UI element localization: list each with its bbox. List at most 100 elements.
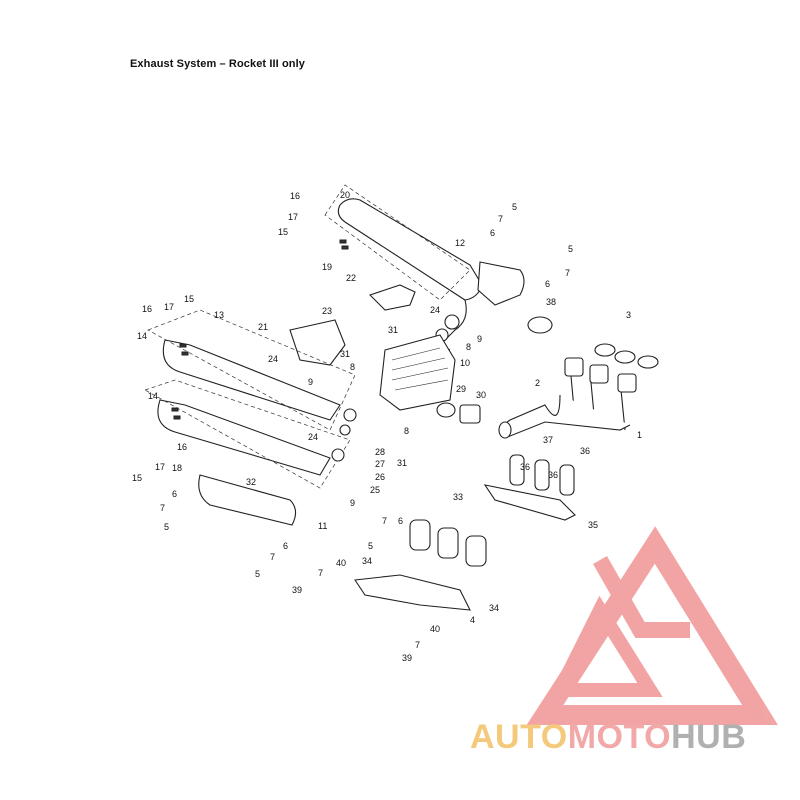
callout-label: 7 [270,552,275,562]
callout-label: 7 [415,640,420,650]
callout-label: 30 [476,390,486,400]
callout-label: 21 [258,322,268,332]
grommet-38 [527,316,553,334]
callout-label: 18 [172,463,182,473]
callout-label: 6 [545,279,550,289]
catalyst-35 [483,454,576,521]
brand-auto: AUTO [470,718,568,756]
callout-label: 23 [322,306,332,316]
callout-label: 31 [397,458,407,468]
callout-label: 32 [246,477,256,487]
callout-label: 6 [490,228,495,238]
watermark-brand: AUTOMOTOHUB [470,718,746,757]
callout-labels: 20 16 17 15 19 5 7 6 12 5 7 6 22 23 24 3… [132,190,642,663]
callout-label: 8 [404,426,409,436]
page-title: Exhaust System – Rocket III only [130,58,305,70]
callout-label: 13 [214,310,224,320]
callout-label: 20 [340,190,350,200]
callout-label: 3 [626,310,631,320]
heat-shield-lower [198,474,297,526]
callout-label: 8 [466,342,471,352]
callout-label: 39 [292,585,302,595]
callout-label: 15 [132,473,142,483]
callout-label: 29 [456,384,466,394]
bracket-4 [354,574,471,611]
heat-shield-upper [477,261,525,306]
left-silencer-lower [144,379,351,489]
callout-label: 5 [512,202,517,212]
callout-label: 38 [546,297,556,307]
collector-box [379,334,456,411]
callout-label: 9 [477,334,482,344]
callout-label: 24 [430,305,440,315]
callout-label: 14 [148,391,158,401]
callout-label: 8 [350,362,355,372]
callout-label: 27 [375,459,385,469]
callout-label: 28 [375,447,385,457]
callout-label: 7 [160,503,165,513]
header-pipe-1 [498,357,637,439]
callout-label: 7 [318,568,323,578]
callout-label: 16 [177,442,187,452]
callout-label: 7 [498,214,503,224]
callout-label: 25 [370,485,380,495]
left-silencer-upper [147,309,356,431]
callout-label: 19 [322,262,332,272]
callout-label: 36 [548,470,558,480]
callout-label: 14 [137,331,147,341]
callout-label: 17 [288,212,298,222]
callout-label: 16 [142,304,152,314]
callout-label: 15 [184,294,194,304]
callout-label: 40 [336,558,346,568]
bracket-22 [368,284,416,311]
shield-33 [409,519,431,551]
watermark-logo-icon [526,526,778,725]
clamp-9 [444,314,460,330]
callout-label: 2 [535,378,540,388]
callout-label: 36 [580,446,590,456]
callout-label: 24 [268,354,278,364]
callout-label: 15 [278,227,288,237]
callout-label: 36 [520,462,530,472]
callout-label: 12 [455,238,465,248]
callout-label: 17 [155,462,165,472]
callout-label: 5 [255,569,260,579]
callout-label: 4 [470,615,475,625]
callout-label: 31 [388,325,398,335]
upper-silencer [324,184,483,301]
callout-label: 1 [637,430,642,440]
callout-label: 24 [308,432,318,442]
callout-label: 37 [543,435,553,445]
callout-label: 33 [453,492,463,502]
callout-label: 9 [308,377,313,387]
seal-ring [594,343,616,357]
callout-label: 6 [172,489,177,499]
callout-label: 16 [290,191,300,201]
brand-hub: HUB [671,718,747,756]
callout-label: 39 [402,653,412,663]
callout-label: 22 [346,273,356,283]
callout-label: 5 [368,541,373,551]
callout-label: 17 [164,302,174,312]
callout-label: 34 [489,603,499,613]
brand-moto: MOTO [567,718,672,756]
bracket-21 [289,319,346,366]
callout-label: 5 [568,244,573,254]
callout-label: 34 [362,556,372,566]
callout-label: 11 [318,521,327,531]
sleeve-30 [459,404,481,424]
callout-label: 7 [382,516,387,526]
callout-label: 10 [460,358,470,368]
callout-label: 9 [350,498,355,508]
callout-label: 31 [340,349,350,359]
callout-label: 7 [565,268,570,278]
callout-label: 6 [398,516,403,526]
gasket-29 [436,402,456,418]
callout-label: 26 [375,472,385,482]
callout-label: 6 [283,541,288,551]
callout-label: 5 [164,522,169,532]
callout-label: 40 [430,624,440,634]
callout-label: 35 [588,520,598,530]
